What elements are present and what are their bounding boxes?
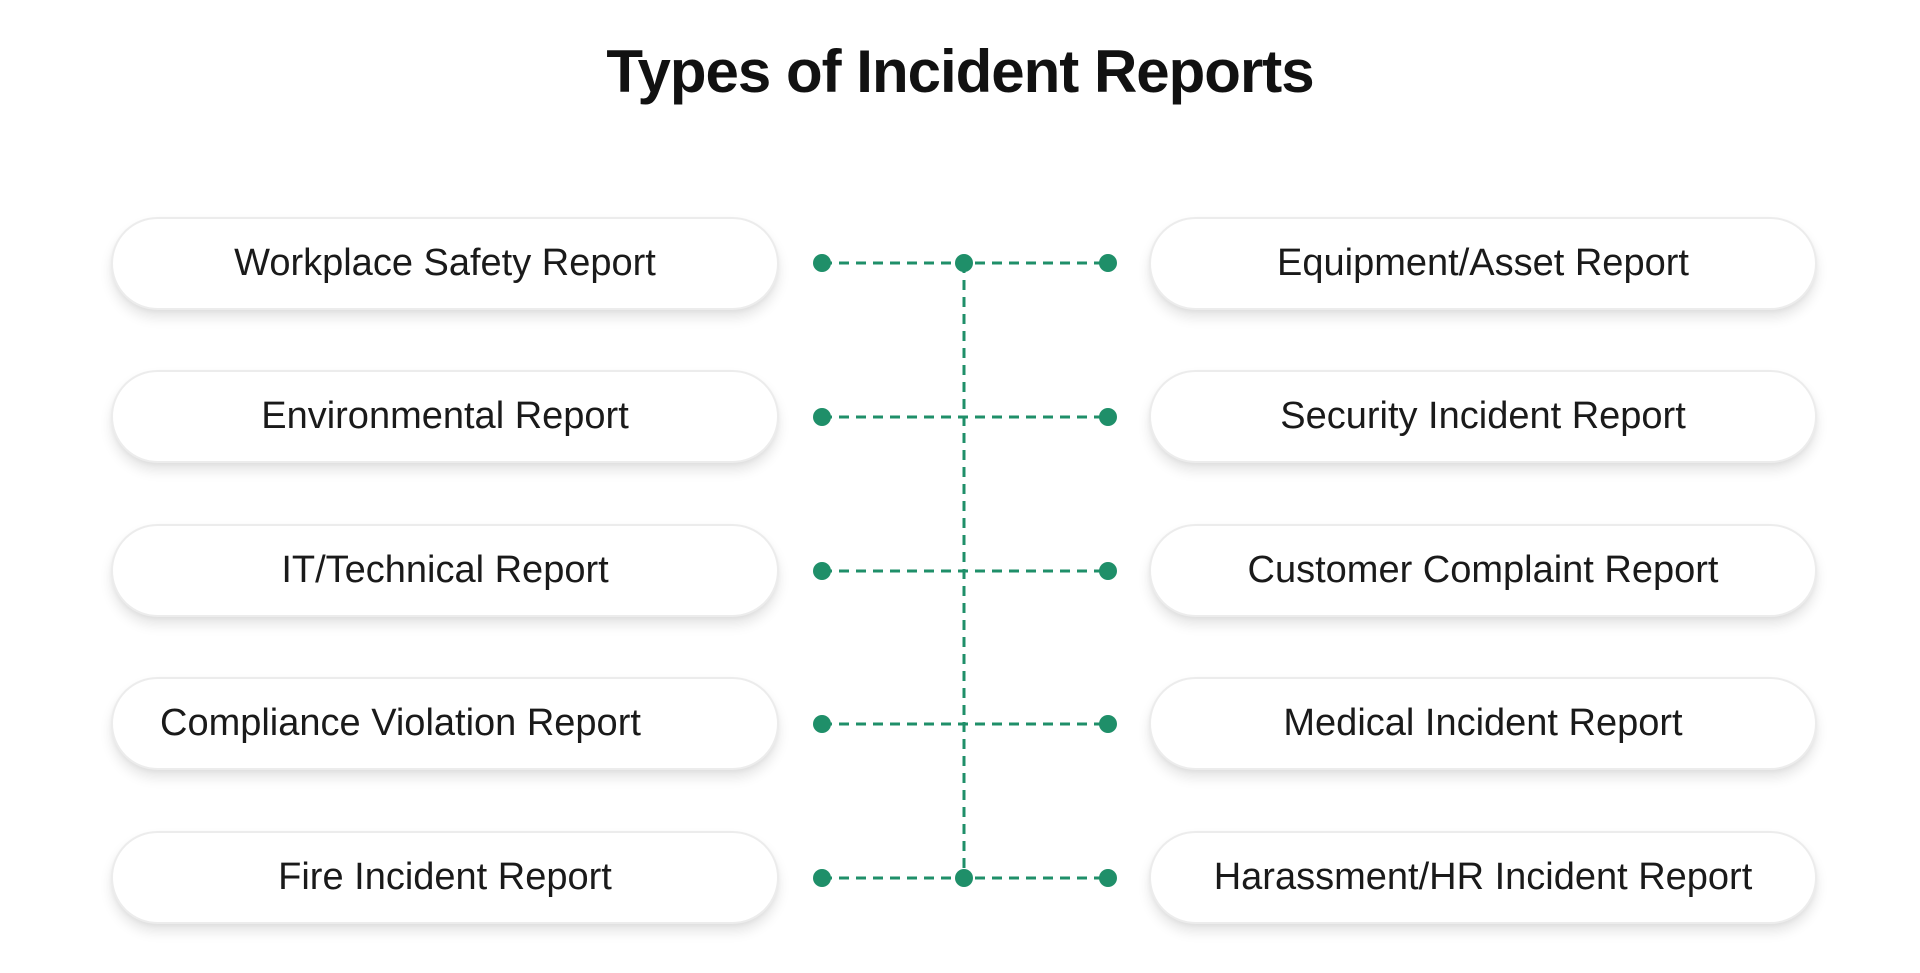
connector-dot-right-5 xyxy=(1099,869,1117,887)
left-item-it-technical: IT/Technical Report xyxy=(111,524,779,617)
connector-dot-left-2 xyxy=(813,408,831,426)
connector-dot-right-1 xyxy=(1099,254,1117,272)
connector-dot-spine-top xyxy=(955,254,973,272)
right-item-security-incident: Security Incident Report xyxy=(1149,370,1817,463)
left-item-compliance-violation: Compliance Violation Report xyxy=(111,677,779,770)
right-item-customer-complaint: Customer Complaint Report xyxy=(1149,524,1817,617)
left-item-fire-incident: Fire Incident Report xyxy=(111,831,779,924)
connector-dot-spine-bottom xyxy=(955,869,973,887)
connector-dot-right-3 xyxy=(1099,562,1117,580)
right-item-harassment-hr: Harassment/HR Incident Report xyxy=(1149,831,1817,924)
right-item-equipment-asset: Equipment/Asset Report xyxy=(1149,217,1817,310)
connector-dot-right-2 xyxy=(1099,408,1117,426)
right-item-medical-incident: Medical Incident Report xyxy=(1149,677,1817,770)
connector-dot-left-3 xyxy=(813,562,831,580)
left-item-environmental: Environmental Report xyxy=(111,370,779,463)
connector-dot-left-1 xyxy=(813,254,831,272)
connector-dot-left-5 xyxy=(813,869,831,887)
connector-dot-right-4 xyxy=(1099,715,1117,733)
diagram-title: Types of Incident Reports xyxy=(606,38,1314,105)
left-item-workplace-safety: Workplace Safety Report xyxy=(111,217,779,310)
connector-dot-left-4 xyxy=(813,715,831,733)
